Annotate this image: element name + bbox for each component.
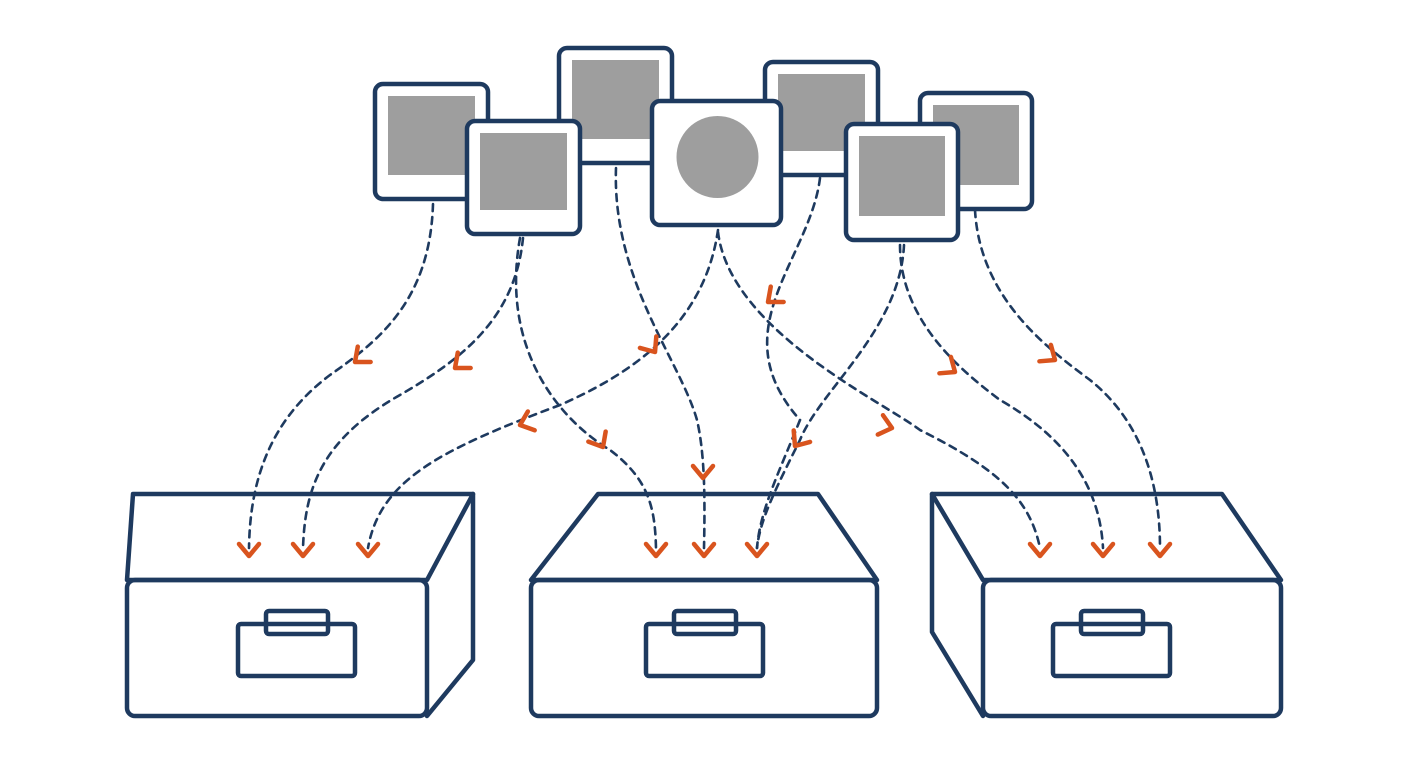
bin-handle-tab [671,608,739,637]
bin-front [528,577,880,719]
flow-path [716,230,1042,550]
bin-handle [235,621,358,679]
bin-side [424,491,476,719]
bin-lid [124,491,476,583]
arrowhead-icon [236,541,262,559]
circle-shape [676,116,759,198]
arrowhead-icon [791,428,813,449]
arrowhead-icon [690,463,716,481]
bin-handle [643,621,766,679]
image-thumbnail-icon [372,81,491,202]
arrowhead-icon [691,541,717,559]
bin-lid [528,491,880,583]
image-thumbnail-icon [464,118,583,237]
drawer-bin-icon [528,491,880,719]
flow-path [366,228,720,550]
arrowhead-icon [1027,541,1053,559]
flow-path [898,243,1105,550]
flow-path [973,208,1162,550]
arrowhead-icon [875,412,895,437]
flow-path [514,236,658,550]
arrowhead-icon [1147,541,1173,559]
arrowhead-icon [643,541,669,559]
bin-side [929,491,986,719]
arrowhead-icon [352,344,373,365]
drawer-bin-icon [124,491,476,719]
image-thumbnails [372,45,1035,243]
arrowhead-icon [1090,541,1116,559]
arrowhead-icon [765,284,786,305]
drawer-bin-icon [929,491,1284,719]
arrowhead-icon [355,541,381,559]
bin-front [980,577,1284,719]
arrowhead-icon [744,541,770,559]
image-thumbnail-icon [649,98,784,228]
flow-path [755,243,906,550]
image-thumbnail-icon [556,45,675,166]
flow-path [247,202,435,550]
flow-path [755,176,822,550]
arrowhead-icon [517,409,537,433]
arrowhead-icon [637,334,659,355]
flow-path [301,236,525,550]
bin-front [124,577,430,719]
image-placeholder [572,60,659,139]
arrowhead-icon [290,541,316,559]
image-placeholder [388,96,475,175]
image-thumbnail-icon [843,121,961,243]
arrowhead-icon [452,350,473,371]
arrowhead-icon [586,429,608,450]
drawer-bins [124,491,1284,719]
bin-handle-tab [1078,608,1146,637]
bin-handle-tab [263,608,331,637]
image-placeholder [480,133,567,210]
image-placeholder [859,136,945,216]
arrowhead-icon [1037,342,1058,364]
bin-handle [1050,621,1173,679]
arrowhead-icon [937,354,958,376]
bin-lid [929,491,1284,583]
